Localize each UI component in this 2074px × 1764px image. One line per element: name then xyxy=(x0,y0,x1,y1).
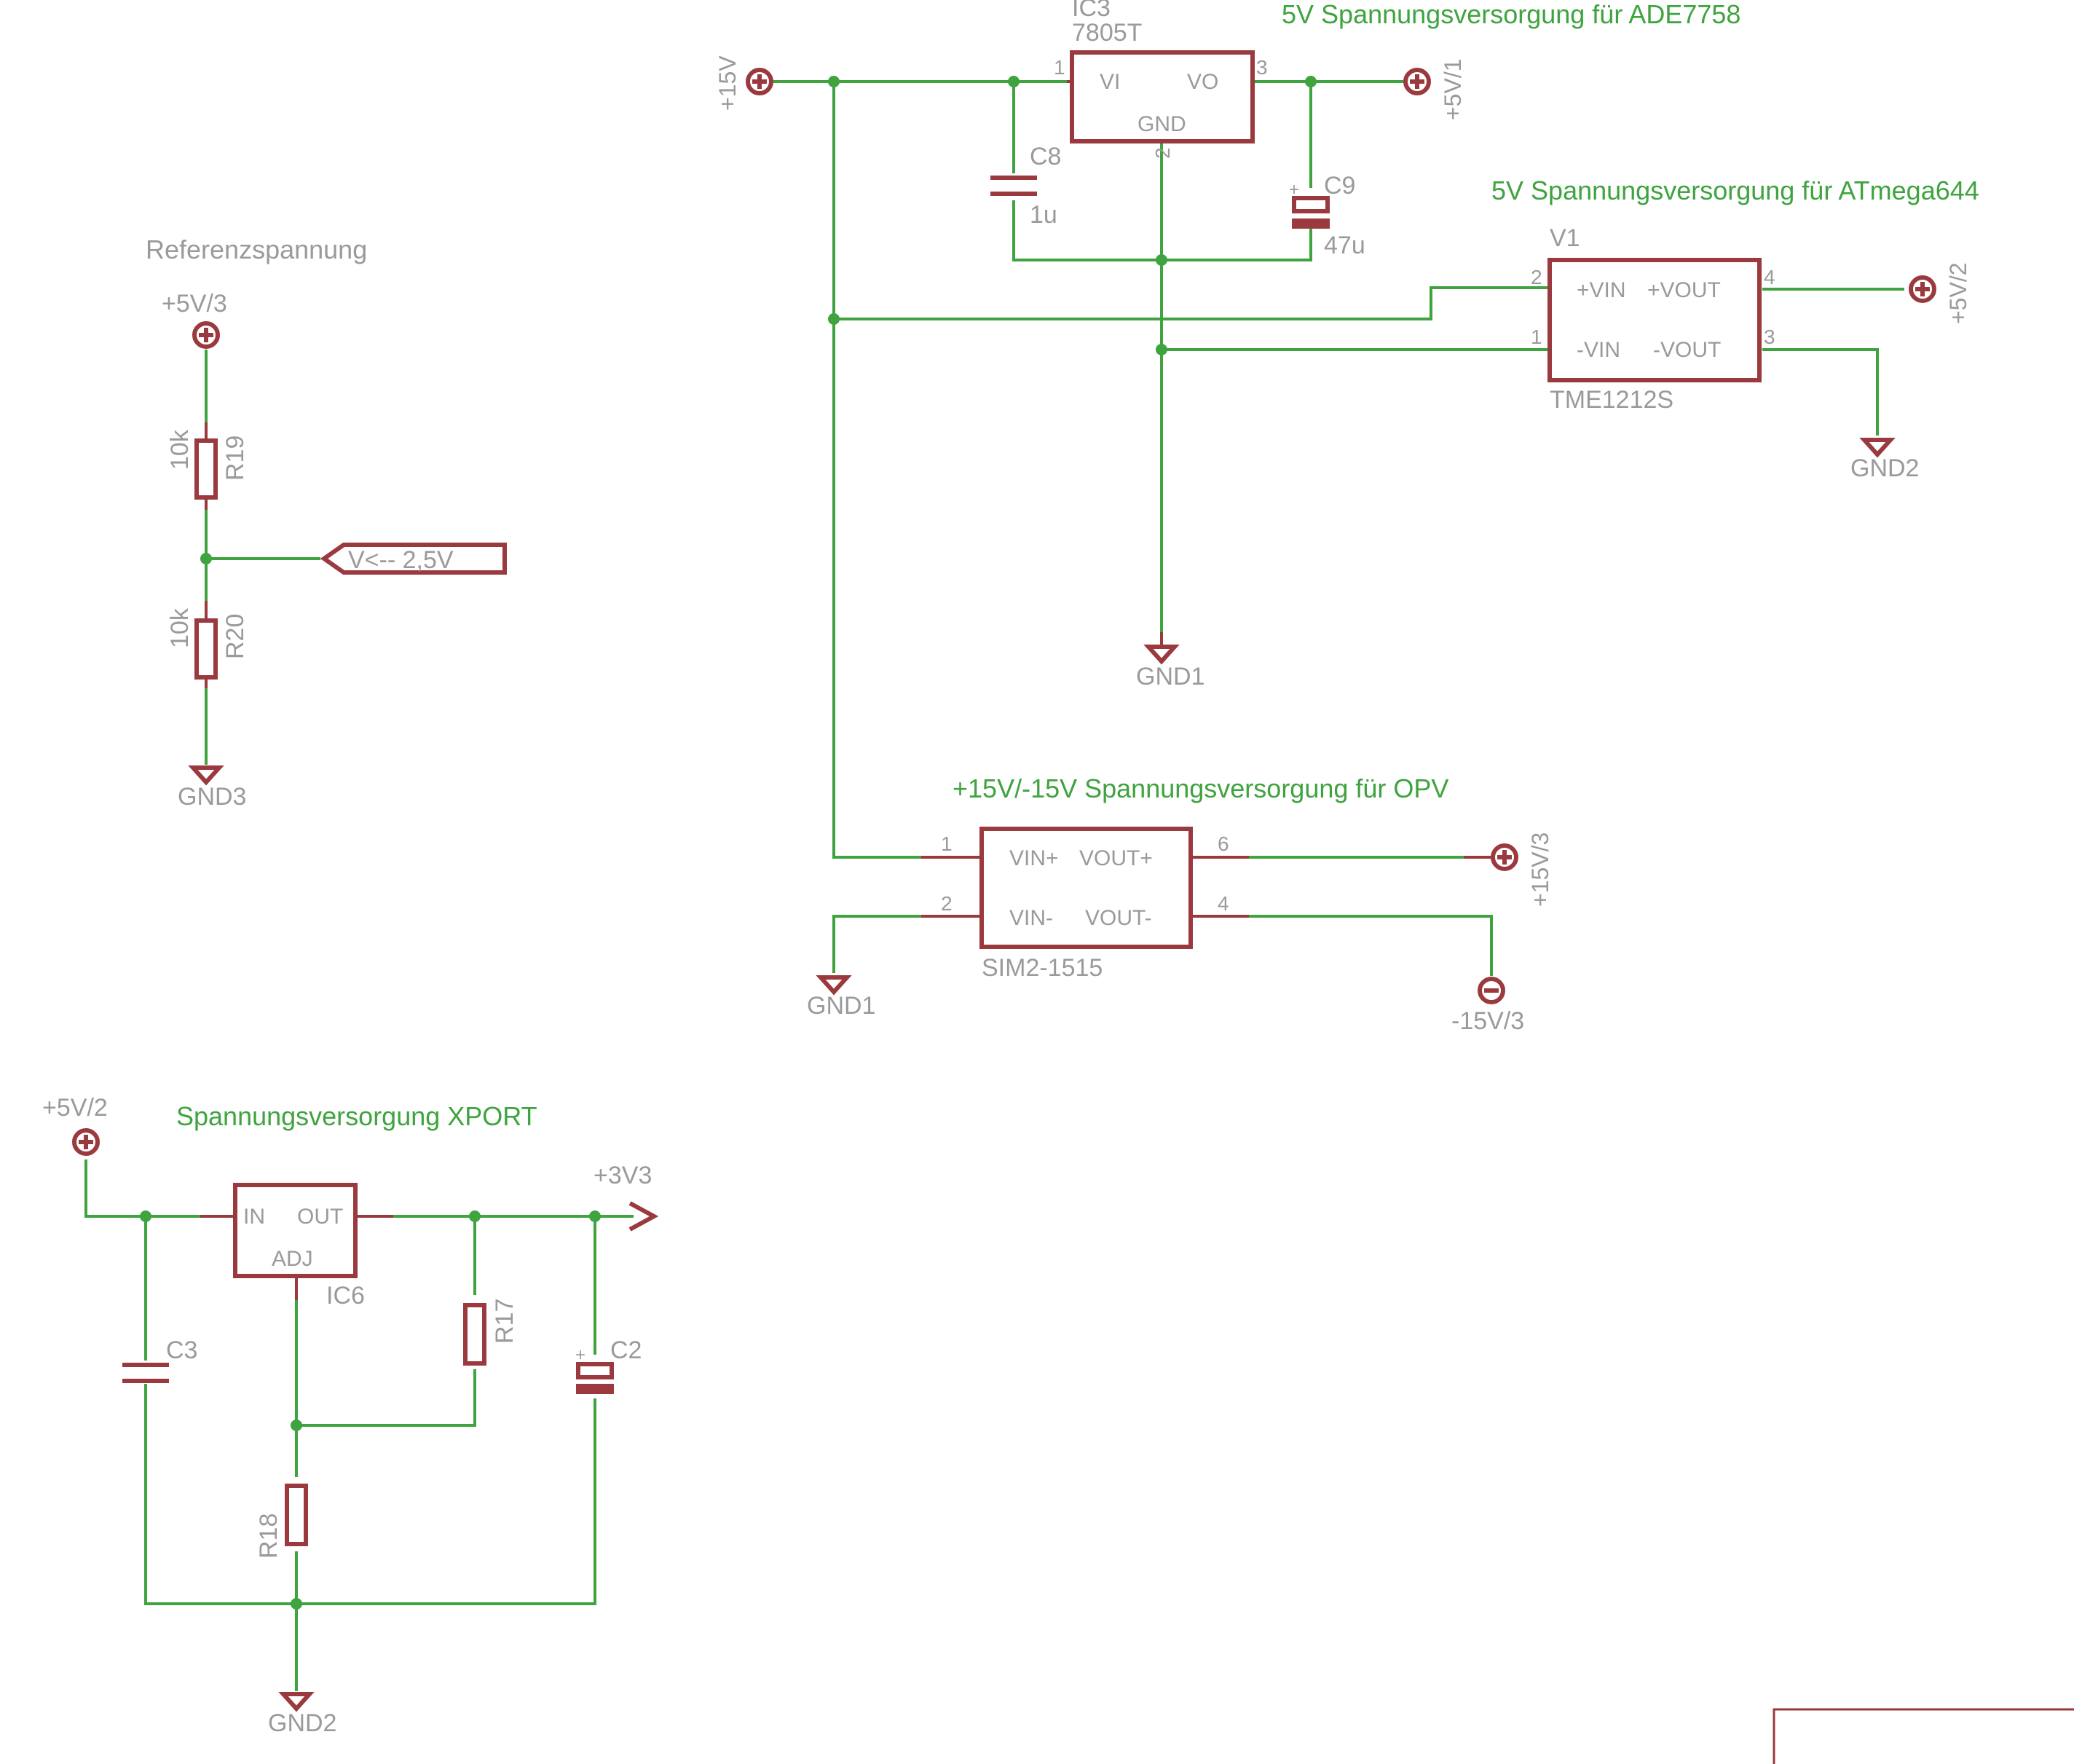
c9-plus: + xyxy=(1289,180,1299,200)
sim2-pin1-num: 1 xyxy=(941,832,953,855)
supply-p5v1-label: +5V/1 xyxy=(1440,58,1466,120)
ic3-pin2-num: 2 xyxy=(1151,147,1174,159)
c8-name: C8 xyxy=(1030,143,1061,170)
r18-name: R18 xyxy=(255,1513,283,1559)
v1-pin2-num: 2 xyxy=(1531,266,1542,288)
title-xport: Spannungsversorgung XPORT xyxy=(176,1101,537,1131)
supply-p5v3[interactable]: +5V/3 xyxy=(162,290,227,349)
ic3-pin-gnd: GND xyxy=(1137,112,1186,136)
c9-value: 47u xyxy=(1324,232,1365,259)
r19-name: R19 xyxy=(221,436,249,481)
vref-label-text: V<-- 2,5V xyxy=(348,546,454,574)
sim2-pin-voutn: VOUT- xyxy=(1085,906,1152,930)
supply-p5v1[interactable]: +5V/1 xyxy=(1403,58,1466,120)
v1-pin1-num: 1 xyxy=(1531,326,1542,348)
junctions xyxy=(140,76,1317,1610)
c9-name: C9 xyxy=(1324,172,1355,200)
gnd3-symbol[interactable]: GND3 xyxy=(178,765,246,811)
supply-p5v2-right-label: +5V/2 xyxy=(1945,262,1971,324)
supply-p15v[interactable]: +15V xyxy=(714,55,773,111)
r20-name: R20 xyxy=(221,614,249,659)
v1-pin-nvin: -VIN xyxy=(1577,338,1620,362)
ic3-regulator[interactable]: IC3 7805T VI VO GND 1 3 2 xyxy=(1054,0,1268,159)
supply-m15v3[interactable]: -15V/3 xyxy=(1451,977,1524,1035)
v1-pin4-num: 4 xyxy=(1764,266,1775,288)
sim2-pin-vinn: VIN- xyxy=(1009,906,1053,930)
wires xyxy=(84,80,1904,1691)
ic6-regulator[interactable]: IN OUT ADJ IC6 xyxy=(200,1183,393,1310)
sim2-pin6-num: 6 xyxy=(1218,832,1229,855)
supply-p15v-label: +15V xyxy=(714,55,741,111)
v1-value: TME1212S xyxy=(1550,386,1673,414)
title-atmega644: 5V Spannungsversorgung für ATmega644 xyxy=(1491,176,1979,205)
c3-name: C3 xyxy=(166,1336,197,1364)
title-ade7758: 5V Spannungsversorgung für ADE7758 xyxy=(1282,0,1740,29)
supply-p15v3[interactable]: +15V/3 xyxy=(1464,832,1553,907)
resistor-r18[interactable]: R18 xyxy=(255,1484,308,1559)
gnd2-symbol-right[interactable]: GND2 xyxy=(1850,438,1919,482)
ic6-pin-adj: ADJ xyxy=(272,1247,313,1271)
supply-p3v3[interactable]: +3V3 xyxy=(594,1162,659,1232)
ic3-pin1-num: 1 xyxy=(1054,56,1065,79)
c2-name: C2 xyxy=(610,1336,642,1364)
c8-value: 1u xyxy=(1030,201,1057,229)
sim2-pin-vinp: VIN+ xyxy=(1009,846,1059,870)
c2-plus: + xyxy=(575,1345,585,1365)
gnd2-label-bottom: GND2 xyxy=(268,1709,336,1737)
gnd2-symbol-bottom[interactable]: GND2 xyxy=(268,1692,336,1737)
gnd1-symbol-bottom[interactable]: GND1 xyxy=(807,975,875,1020)
sim2-pin4-num: 4 xyxy=(1218,892,1229,915)
r20-value: 10k xyxy=(166,607,194,648)
gnd3-label: GND3 xyxy=(178,783,246,811)
capacitor-c9[interactable]: + C9 47u xyxy=(1289,172,1365,260)
ic3-pin-vo: VO xyxy=(1187,70,1218,94)
title-referenz: Referenzspannung xyxy=(146,235,367,264)
v1-dcdc-converter[interactable]: V1 TME1212S +VIN +VOUT -VIN -VOUT 2 1 4 … xyxy=(1531,224,1775,414)
r19-value: 10k xyxy=(166,429,194,470)
sim2-dcdc-converter[interactable]: SIM2-1515 VIN+ VOUT+ VIN- VOUT- 1 2 6 4 xyxy=(921,827,1249,982)
v1-pin-nvout: -VOUT xyxy=(1653,338,1721,362)
resistor-r17[interactable]: R17 xyxy=(463,1299,518,1366)
ic6-pin-out: OUT xyxy=(297,1205,343,1229)
net-label-vref[interactable]: V<-- 2,5V xyxy=(320,543,507,575)
ic3-value: 7805T xyxy=(1072,19,1142,47)
ic6-name: IC6 xyxy=(326,1282,365,1310)
supply-p3v3-label: +3V3 xyxy=(594,1162,652,1189)
supply-p15v3-label: +15V/3 xyxy=(1527,832,1553,907)
v1-name: V1 xyxy=(1550,224,1580,252)
v1-pin-pvout: +VOUT xyxy=(1647,278,1721,302)
v1-pin-pvin: +VIN xyxy=(1577,278,1626,302)
supply-m15v3-label: -15V/3 xyxy=(1451,1007,1524,1035)
supply-p5v2-left-label: +5V/2 xyxy=(42,1094,108,1122)
drawing-frame-corner xyxy=(1773,1708,2074,1764)
ic3-name: IC3 xyxy=(1072,0,1111,22)
gnd1-label-bottom: GND1 xyxy=(807,992,875,1020)
title-opv: +15V/-15V Spannungsversorgung für OPV xyxy=(953,773,1448,803)
sim2-pin2-num: 2 xyxy=(941,892,953,915)
supply-p5v2-left[interactable]: +5V/2 xyxy=(42,1094,108,1156)
resistor-r20[interactable]: R20 10k xyxy=(166,601,249,688)
supply-p5v3-label: +5V/3 xyxy=(162,290,227,318)
capacitor-c3[interactable]: C3 xyxy=(122,1336,197,1383)
capacitor-c2[interactable]: + C2 xyxy=(575,1336,642,1394)
supply-p5v2-right[interactable]: +5V/2 xyxy=(1909,262,1971,324)
v1-pin3-num: 3 xyxy=(1764,326,1775,348)
sim2-value: SIM2-1515 xyxy=(982,954,1103,982)
gnd1-label-top: GND1 xyxy=(1136,663,1204,690)
ic3-pin3-num: 3 xyxy=(1256,56,1268,79)
gnd1-symbol-top[interactable]: GND1 xyxy=(1136,632,1204,690)
capacitor-c8[interactable]: C8 1u xyxy=(990,143,1061,229)
ic6-pin-in: IN xyxy=(243,1205,265,1229)
resistor-r19[interactable]: R19 10k xyxy=(166,422,249,510)
r17-name: R17 xyxy=(491,1299,518,1344)
gnd2-label-right: GND2 xyxy=(1850,454,1919,482)
ic3-pin-vi: VI xyxy=(1100,70,1120,94)
sim2-pin-voutp: VOUT+ xyxy=(1079,846,1153,870)
